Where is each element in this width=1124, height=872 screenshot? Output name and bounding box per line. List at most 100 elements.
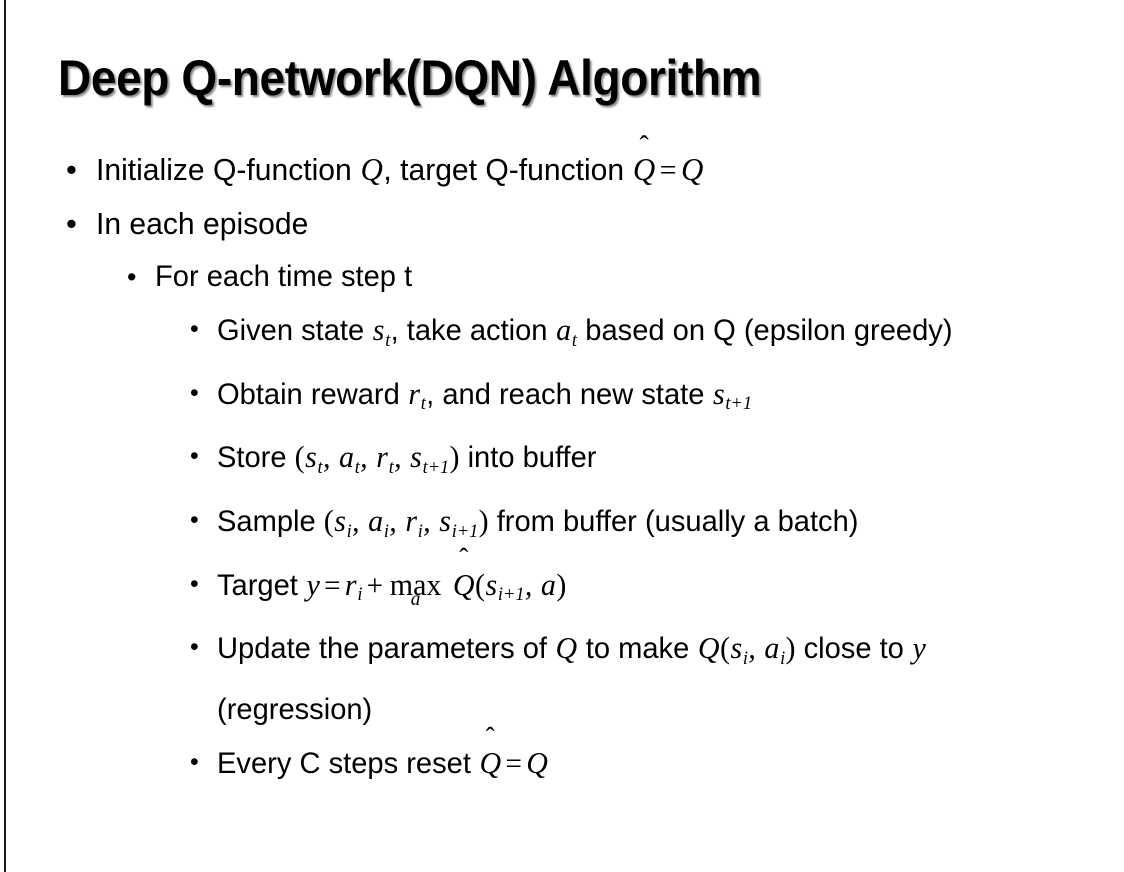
math-paren-close: ): [449, 439, 460, 475]
math-comma: ,: [389, 502, 397, 538]
bullet-marker: •: [190, 315, 199, 343]
list-item-initialize: • Initialize Q-function Q, target Q-func…: [0, 148, 1124, 192]
math-symbol-r: r: [405, 502, 418, 538]
math-symbol-r: r: [344, 566, 357, 602]
list-item-text: Every C steps reset Q̂=Q: [217, 737, 1071, 789]
math-symbol-y: y: [912, 630, 926, 666]
math-symbol-q-hat: Q̂: [452, 559, 475, 611]
text-segment: Update the parameters of: [217, 632, 556, 666]
bullet-marker: •: [190, 442, 199, 471]
list-item-text: Store (st, at, rt, st+1) into buffer: [217, 431, 1071, 493]
list-item-in-each-episode: • In each episode: [0, 202, 1124, 246]
math-subscript-i: i: [780, 647, 786, 669]
math-symbol-s: s: [730, 630, 743, 666]
list-item-sample-tuple: • Sample (si, ai, ri, si+1) from buffer …: [0, 495, 1124, 557]
list-item-text: Initialize Q-function Q, target Q-functi…: [96, 148, 1093, 192]
text-segment: close to: [795, 632, 912, 666]
math-subscript-t: t: [571, 329, 577, 351]
math-subscript-t: t: [385, 329, 391, 351]
math-symbol-r: r: [376, 439, 388, 475]
math-symbol-q-base: Q: [452, 566, 475, 602]
text-segment: into buffer: [459, 441, 597, 475]
math-subscript-t: t: [388, 456, 394, 478]
math-symbol-s: s: [372, 312, 385, 347]
text-segment: Sample: [217, 504, 324, 538]
list-item-for-each-time-step: • For each time step t: [0, 256, 1124, 298]
math-subscript-i: i: [383, 520, 389, 542]
math-symbol-q-target: Q: [680, 152, 704, 187]
list-item-text: Sample (si, ai, ri, si+1) from buffer (u…: [217, 495, 1071, 557]
text-segment: based on Q (epsilon greedy): [577, 314, 953, 347]
bullet-marker: •: [190, 747, 199, 776]
algorithm-bullet-list: • Initialize Q-function Q, target Q-func…: [0, 148, 1124, 791]
text-segment: to make: [577, 632, 698, 666]
math-operator-max-subscript: a: [410, 587, 421, 610]
list-item-reset-target-network: • Every C steps reset Q̂=Q: [0, 737, 1124, 789]
math-subscript-i-plus-1: i+1: [451, 520, 479, 542]
text-segment: Store: [217, 441, 295, 475]
math-subscript-i: i: [417, 520, 423, 542]
math-paren-open: (: [323, 502, 334, 538]
list-item-obtain-reward: • Obtain reward rt, and reach new state …: [0, 368, 1124, 430]
slide-left-edge-rule: [4, 0, 6, 872]
list-item-update-parameters: • Update the parameters of Q to make Q(s…: [0, 622, 1124, 735]
math-comma: ,: [360, 439, 368, 475]
bullet-marker: •: [66, 206, 77, 241]
math-comma: ,: [748, 630, 756, 666]
math-symbol-s: s: [485, 566, 498, 602]
text-segment: (regression): [217, 692, 373, 726]
math-symbol-a: a: [339, 439, 355, 475]
math-subscript-t: t: [317, 456, 323, 478]
page-title: Deep Q-network(DQN) Algorithm: [58, 50, 762, 106]
math-symbol-a: a: [368, 502, 384, 538]
math-symbol-a: a: [764, 630, 780, 666]
math-paren-close: ): [785, 630, 796, 666]
math-symbol-s-next: s: [410, 439, 422, 475]
math-paren-open: (: [475, 566, 486, 602]
text-segment: Initialize Q-function: [96, 152, 361, 187]
math-symbol-y: y: [306, 566, 320, 602]
bullet-marker: •: [190, 378, 199, 407]
math-paren-open: (: [294, 439, 305, 475]
bullet-marker: •: [127, 262, 137, 292]
math-comma: ,: [352, 502, 360, 538]
math-symbol-s-next: s: [439, 502, 451, 538]
math-paren-close: ): [556, 566, 567, 602]
math-subscript-i: i: [357, 584, 363, 606]
text-segment: , take action: [390, 314, 556, 347]
text-segment: Obtain reward: [217, 377, 408, 411]
math-symbol-s: s: [712, 375, 725, 411]
text-segment: , target Q-function: [383, 152, 633, 187]
math-subscript-t: t: [354, 456, 360, 478]
math-symbol-q: Q: [697, 630, 720, 666]
list-item-store-tuple: • Store (st, at, rt, st+1) into buffer: [0, 431, 1124, 493]
math-subscript-t-plus-1: t+1: [725, 393, 753, 415]
math-paren-open: (: [719, 630, 730, 666]
bullet-marker: •: [66, 152, 77, 187]
math-paren-close: ): [478, 502, 489, 538]
list-item-text: Update the parameters of Q to make Q(si,…: [217, 622, 1071, 735]
math-operator-plus: +: [366, 568, 384, 602]
text-segment: Every C steps reset: [217, 746, 479, 780]
math-subscript-i-plus-1: i+1: [497, 584, 525, 606]
math-symbol-q-base: Q: [479, 744, 502, 780]
math-comma: ,: [322, 439, 331, 475]
math-symbol-q-base: Q: [632, 152, 656, 187]
list-item-text: Given state st, take action at based on …: [217, 304, 1071, 366]
math-relation-equals: =: [505, 746, 522, 780]
math-symbol-a: a: [540, 566, 556, 602]
bullet-marker: •: [190, 633, 199, 662]
text-segment: from buffer (usually a batch): [488, 504, 859, 538]
math-symbol-s: s: [334, 502, 346, 538]
list-item-text: For each time step t: [155, 260, 413, 293]
bullet-marker: •: [190, 505, 199, 534]
math-symbol-a: a: [556, 312, 572, 347]
math-symbol-q: Q: [555, 630, 578, 666]
text-segment: Given state: [217, 314, 373, 347]
math-symbol-q: Q: [360, 152, 383, 187]
math-symbol-s: s: [305, 439, 317, 475]
list-item-given-state: • Given state st, take action at based o…: [0, 304, 1124, 366]
math-comma: ,: [423, 502, 431, 538]
